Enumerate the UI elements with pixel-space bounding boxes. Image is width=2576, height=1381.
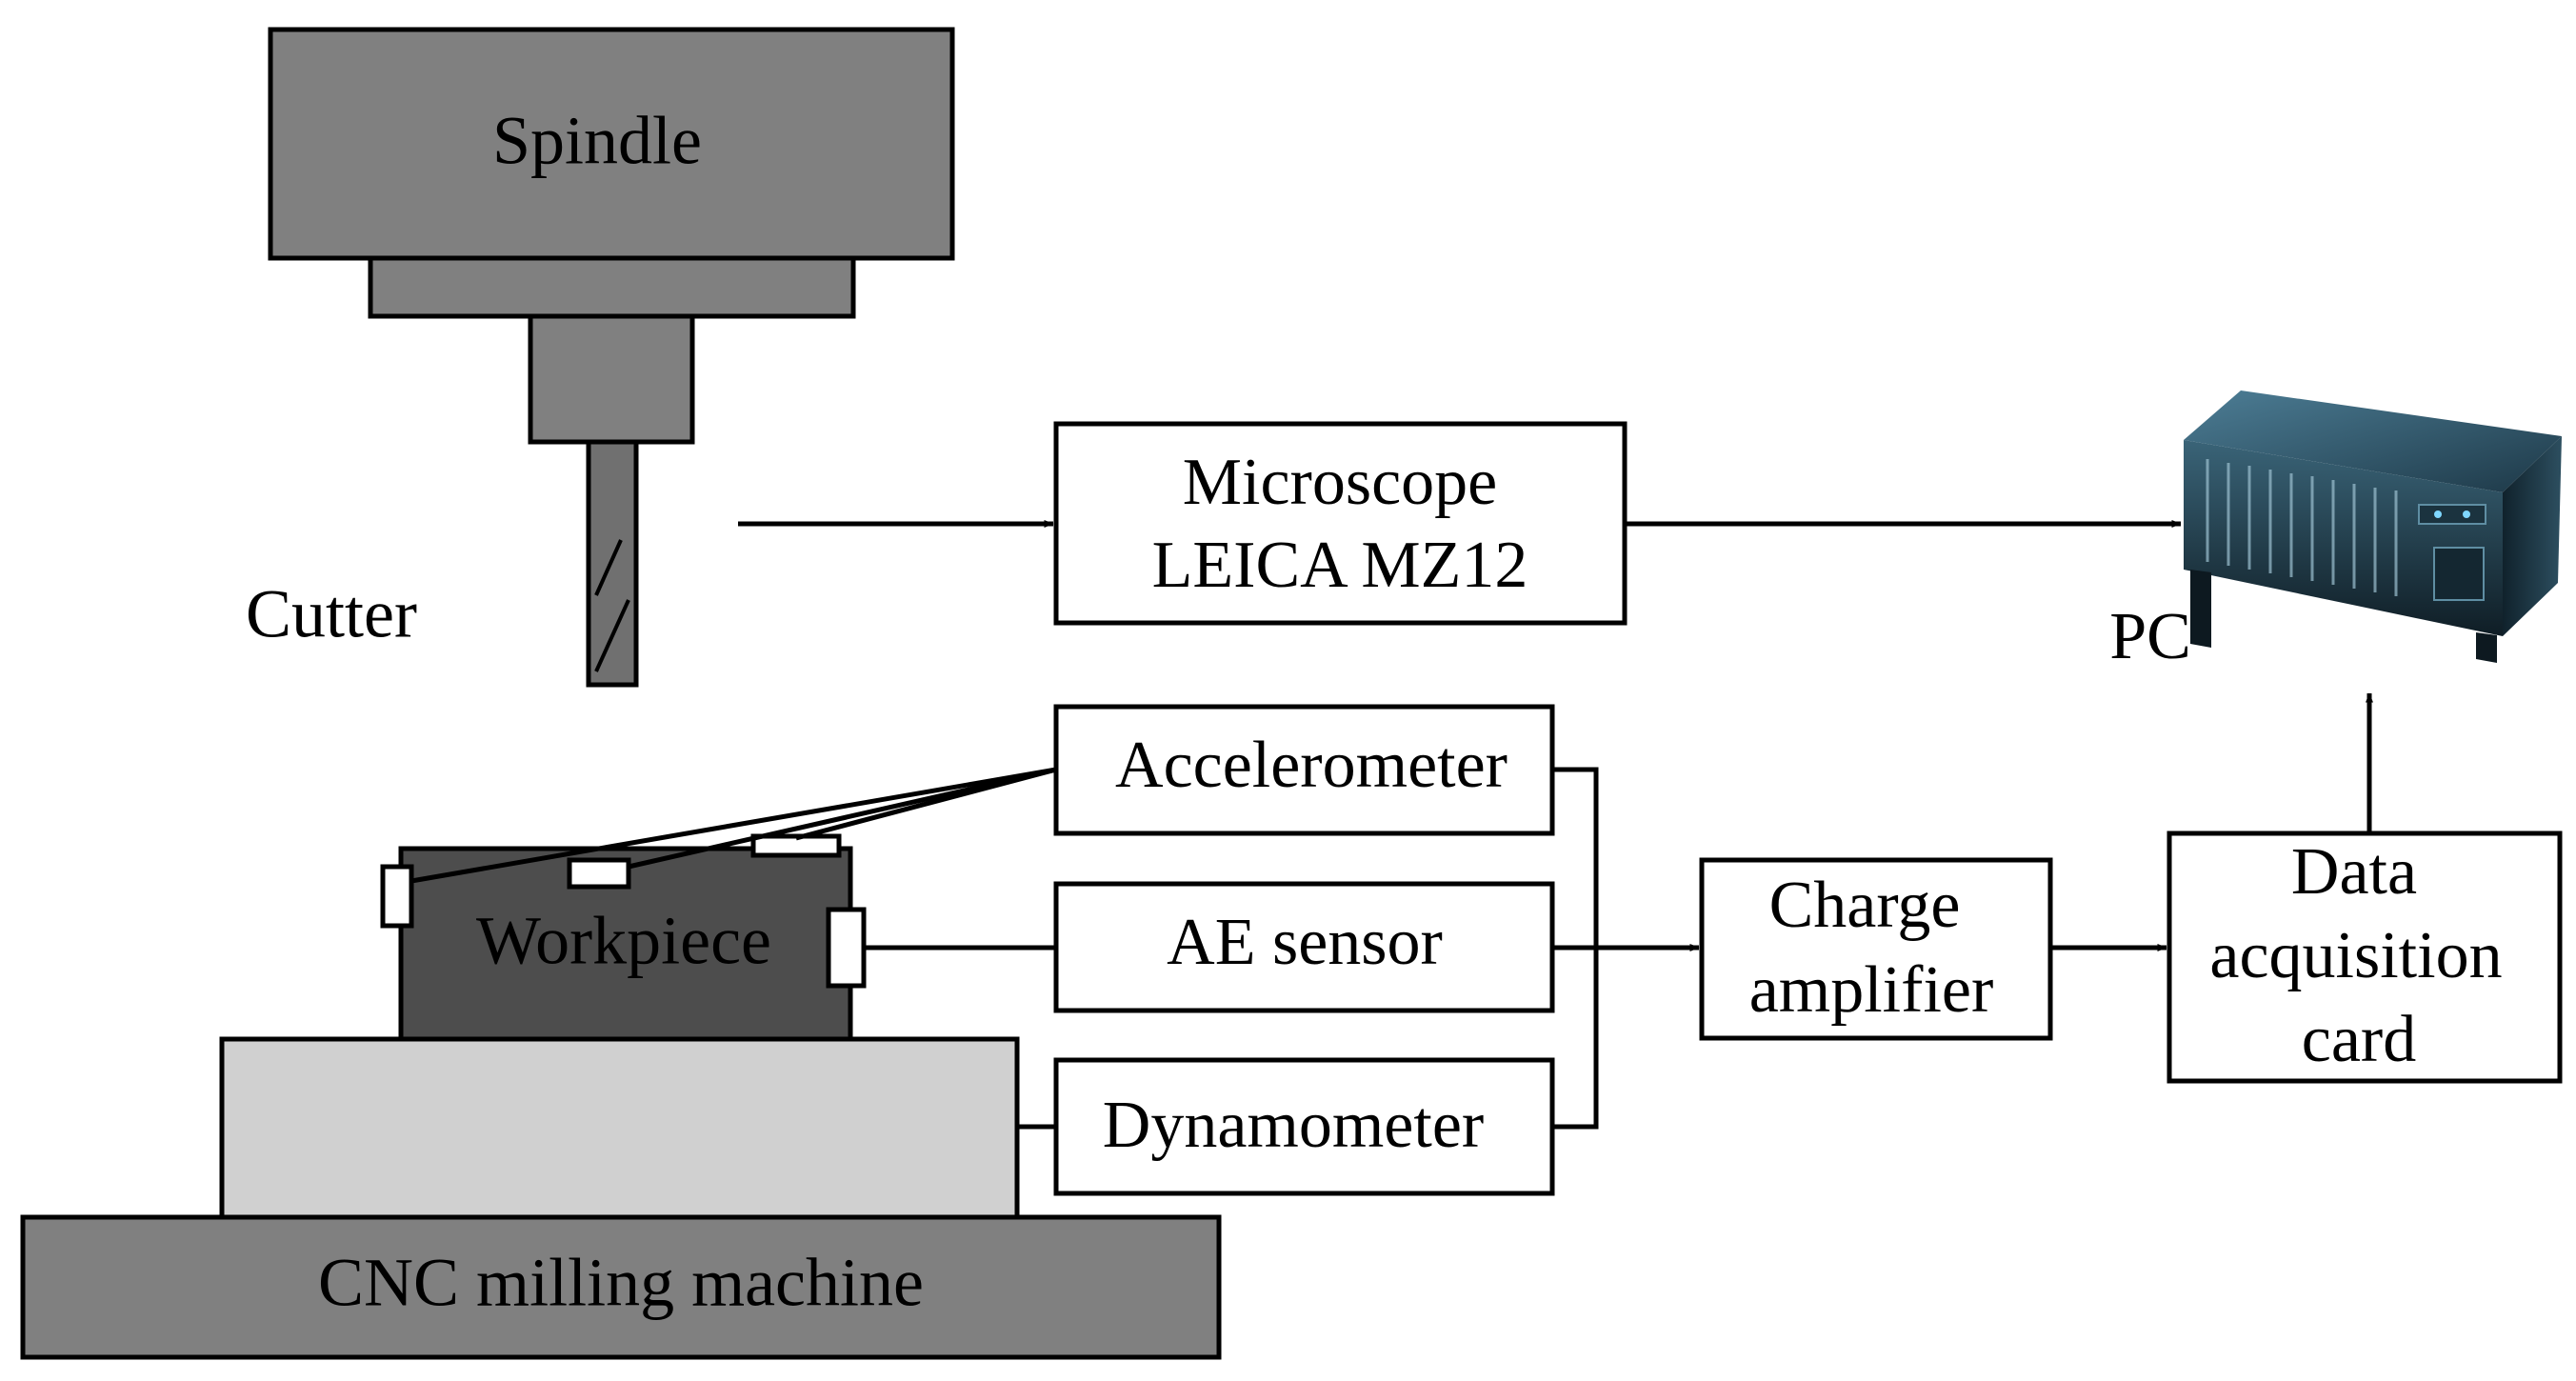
daq-line3: card [2302, 1003, 2416, 1076]
workpiece-label: Workpiece [476, 903, 771, 979]
accelerometer-wire-1 [410, 767, 1057, 884]
microscope-line1: Microscope [1183, 446, 1497, 519]
spindle-head [268, 27, 955, 261]
server-rack-icon [2184, 390, 2562, 663]
charge-amplifier-box: Charge amplifier [1699, 857, 2053, 1041]
accelerometer-sensor-top-1 [567, 857, 631, 890]
data-acquisition-card-box: Data acquisition card [2167, 831, 2563, 1084]
tool-holder [528, 313, 695, 445]
cnc-machine-label: CNC milling machine [318, 1245, 924, 1321]
cutter-tool [586, 439, 639, 688]
accelerometer-label: Accelerometer [1115, 729, 1508, 802]
dynamometer-label: Dynamometer [1103, 1089, 1484, 1162]
connection-lines [410, 520, 2373, 1130]
cutter-label: Cutter [246, 576, 417, 652]
accelerometer-sensor-left [380, 864, 414, 929]
accelerometer-box: Accelerometer [1053, 704, 1555, 836]
ae-sensor-label: AE sensor [1167, 906, 1443, 979]
ae-sensor-box: AE sensor [1053, 881, 1555, 1013]
charge-amplifier-line1: Charge [1769, 869, 1961, 942]
accelerometer-sensor-top-2 [750, 833, 842, 858]
ae-sensor-mount [826, 907, 867, 989]
accelerometer-wire-3 [795, 767, 1057, 841]
accelerometer-wire-2 [628, 767, 1057, 870]
dynamometer-box: Dynamometer [1053, 1057, 1555, 1196]
microscope-box: Microscope LEICA MZ12 [1053, 421, 1627, 626]
daq-line2: acquisition [2209, 919, 2502, 992]
charge-amplifier-line2: amplifier [1749, 953, 1994, 1027]
spindle-label: Spindle [492, 103, 702, 179]
microscope-line2: LEICA MZ12 [1152, 529, 1528, 602]
machine-stack: CNC milling machine Workpiece [20, 833, 1222, 1360]
spindle-collar [368, 255, 856, 319]
pc-label: PC [2109, 600, 2191, 673]
spindle-assembly: Spindle Cutter [246, 27, 955, 688]
daq-line1: Data [2291, 835, 2417, 909]
dynamometer-table [219, 1036, 1020, 1220]
cnc-machine-base [20, 1214, 1222, 1360]
